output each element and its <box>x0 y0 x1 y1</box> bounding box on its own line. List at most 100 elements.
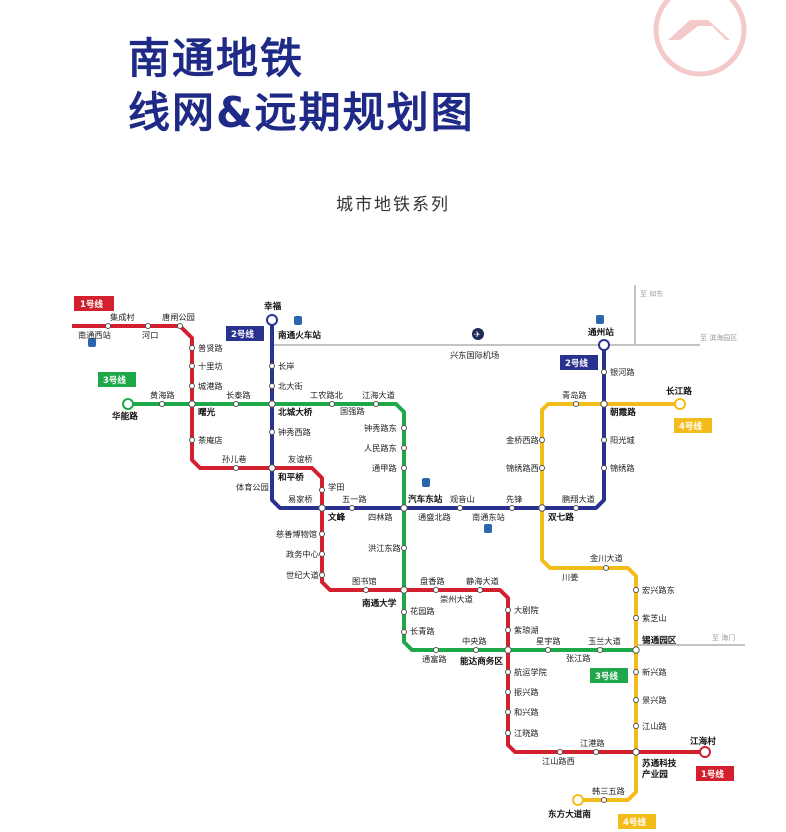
station-guanyinshan: 观音山 <box>450 494 475 504</box>
station-yangguangcheng: 阳光城 <box>610 435 635 445</box>
station-zhongxiuxilu: 钟秀西路 <box>278 427 311 437</box>
station-hepingqiao: 和平桥 <box>277 471 304 483</box>
station-hangyun: 航运学院 <box>514 667 547 677</box>
station-yinhelu: 银河路 <box>610 367 635 377</box>
station-guoqianglu: 国强路 <box>340 406 365 416</box>
badge-line3-b: 3号线 <box>590 668 628 683</box>
station-huanenglu: 华能路 <box>112 410 138 422</box>
station-nengda: 能达商务区 <box>460 655 503 667</box>
station-xingyulu: 星宇路 <box>536 636 561 646</box>
station-tongzhou: 通州站 <box>588 326 614 338</box>
station-tangzha-park: 唐闸公园 <box>162 312 195 322</box>
station-hexinglu: 和兴路 <box>514 707 539 717</box>
station-shuangqilu: 双七路 <box>548 511 574 523</box>
station-sutong-park-2: 产业园 <box>642 768 668 780</box>
svg-text:1号线: 1号线 <box>701 769 724 780</box>
station-tongjialu: 通甲路 <box>372 463 397 473</box>
station-zhizhi: 紫芝山 <box>642 613 667 623</box>
station-jianghaicun: 江海村 <box>690 735 716 747</box>
station-tushuguan: 图书馆 <box>352 576 377 586</box>
station-zhangjiang: 张江路 <box>566 653 591 663</box>
page-title-line1: 南通地铁 <box>128 34 305 83</box>
page-title-line2: 线网&远期规划图 <box>128 88 475 137</box>
station-jiangshilu: 江晓路 <box>514 728 539 738</box>
station-sutong-park-1: 苏通科技 <box>642 757 677 769</box>
station-hongxinglu-east: 宏兴路东 <box>642 585 675 595</box>
station-changan: 长岸 <box>278 361 294 371</box>
svg-text:2号线: 2号线 <box>565 358 588 369</box>
station-jianggang: 江港路 <box>580 738 605 748</box>
station-xingdong-airport: 兴东国际机场 <box>450 350 499 360</box>
station-qinghailu: 青岛路 <box>562 390 587 400</box>
station-gongnong-north: 工农路北 <box>310 390 343 400</box>
station-xuetian: 学田 <box>328 482 344 492</box>
station-chongzhou: 崇州大道 <box>440 594 473 604</box>
badge-line2-b: 2号线 <box>560 355 598 370</box>
station-nantong-rail: 南通火车站 <box>278 329 321 341</box>
direction-binhai: 至 滨海园区 <box>700 333 737 342</box>
station-jingxinglu: 景兴路 <box>642 695 667 705</box>
line1-route <box>72 324 705 754</box>
station-beichengdaqiao: 北城大桥 <box>278 406 313 418</box>
station-beidajie: 北大街 <box>278 381 303 391</box>
station-xitong-park: 锡通园区 <box>642 634 677 646</box>
station-hongjiang-east: 洪江东路 <box>368 543 401 553</box>
station-dajuyuan: 大剧院 <box>514 605 539 615</box>
station-jianghaidadao: 江海大道 <box>362 390 395 400</box>
station-nantong-east: 南通东站 <box>472 512 505 522</box>
station-jinshan: 金川大道 <box>590 553 623 563</box>
station-dots <box>105 323 640 803</box>
badge-line4-a: 4号线 <box>674 418 712 433</box>
station-yijiaqiao: 易家桥 <box>288 494 313 504</box>
station-shuguang: 曙光 <box>198 406 216 418</box>
svg-text:3号线: 3号线 <box>595 671 618 682</box>
terminus-ring-icon <box>122 314 711 806</box>
station-renmindong: 人民路东 <box>364 443 397 453</box>
station-chuanjiang: 川姜 <box>562 572 578 582</box>
train-station-icon <box>88 315 604 533</box>
station-puyuanlu: 普贤路 <box>198 343 223 353</box>
station-youyiqiao: 友谊桥 <box>288 454 313 464</box>
svg-text:1号线: 1号线 <box>80 299 103 310</box>
station-cishan-museum: 慈善博物馆 <box>276 529 317 539</box>
station-chenggang: 城港路 <box>198 381 223 391</box>
station-wenfeng: 文峰 <box>327 511 346 523</box>
station-xinxinglu: 新兴路 <box>642 667 667 677</box>
airport-icon: ✈ <box>472 328 484 340</box>
badge-line1-a: 1号线 <box>74 296 114 311</box>
badge-line1-b: 1号线 <box>696 766 734 781</box>
station-tongfulu: 通富路 <box>422 654 447 664</box>
station-jinxiulu: 锦绣路 <box>610 463 635 473</box>
svg-text:4号线: 4号线 <box>623 817 646 828</box>
station-qiche-east: 汽车东站 <box>408 493 443 505</box>
station-changtai: 长泰路 <box>226 390 251 400</box>
station-shijidadao: 世纪大道 <box>286 570 319 580</box>
station-jiangshanlu: 江山路 <box>642 721 667 731</box>
station-huanghailu: 黄海路 <box>150 390 175 400</box>
station-jiangshan-west: 江山路西 <box>542 756 575 766</box>
badge-line3-a: 3号线 <box>98 372 136 387</box>
station-jinghai: 静海大道 <box>466 576 499 586</box>
station-wuyilu: 五一路 <box>342 494 367 504</box>
line4-route <box>540 402 680 802</box>
station-pengyuandadao: 鹏翔大道 <box>562 494 595 504</box>
station-zixialu: 紫琅湖 <box>514 625 539 635</box>
line3-route <box>128 402 636 652</box>
station-zhongxiulu-east: 钟秀路东 <box>364 423 397 433</box>
station-chaoba: 朝霞路 <box>610 406 636 418</box>
page-subtitle: 城市地铁系列 <box>336 195 450 215</box>
direction-rudong: 至 如东 <box>640 289 663 298</box>
station-dongfang: 东方大道南 <box>548 808 591 820</box>
station-zhenxinglu: 振兴路 <box>514 687 539 697</box>
svg-text:4号线: 4号线 <box>679 421 702 432</box>
station-zhengwu: 政务中心 <box>286 549 319 559</box>
station-yulandadao: 玉兰大道 <box>588 636 621 646</box>
station-huayuanlu: 花园路 <box>410 606 435 616</box>
station-siyinlu: 四林路 <box>368 512 393 522</box>
logo-icon <box>653 0 747 77</box>
station-shilifang: 十里坊 <box>198 361 223 371</box>
station-shenglu: 盘香路 <box>420 576 445 586</box>
station-hekou: 河口 <box>142 330 158 340</box>
station-jichengcun: 集成村 <box>110 312 135 322</box>
